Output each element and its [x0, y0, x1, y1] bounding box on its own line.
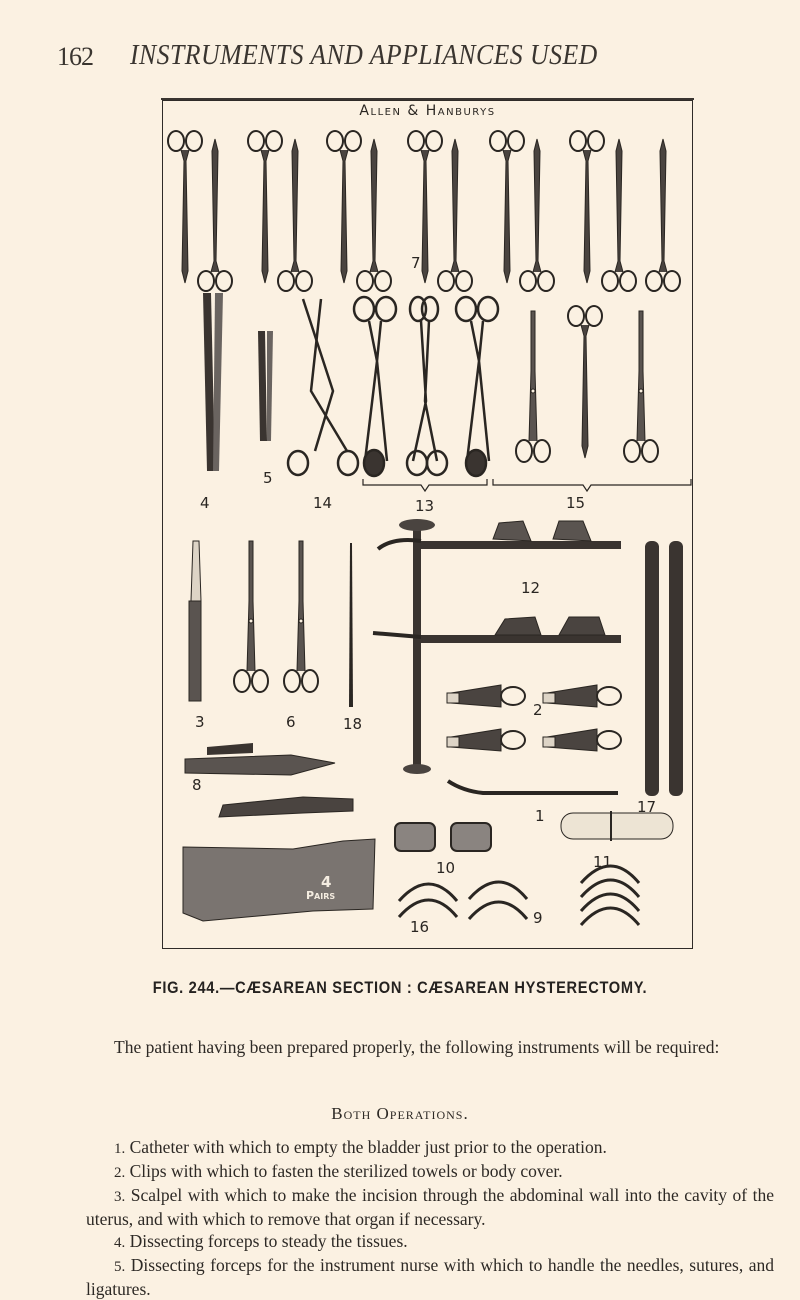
- label-10: 10: [436, 859, 456, 877]
- glove-unit: Pairs: [306, 889, 336, 902]
- section-heading: Both Operations.: [331, 1104, 469, 1123]
- label-18: 18: [343, 715, 363, 733]
- label-14: 14: [313, 494, 333, 512]
- abdominal-retractor: [372, 519, 621, 774]
- item-text: Dissecting forceps to steady the tissues…: [129, 1231, 408, 1251]
- label-2: 2: [533, 701, 543, 719]
- probe: [349, 543, 353, 707]
- label-11: 11: [593, 853, 613, 871]
- label-1: 1: [535, 807, 545, 825]
- intro-paragraph: The patient having been prepared properl…: [114, 1037, 720, 1057]
- instrument-list: 1. Catheter with which to empty the blad…: [86, 1136, 774, 1300]
- dissecting-forceps-large: [203, 293, 223, 471]
- item-text: Catheter with which to empty the bladder…: [129, 1137, 607, 1157]
- list-item: 2. Clips with which to fasten the steril…: [86, 1160, 774, 1184]
- label-4: 4: [200, 494, 210, 512]
- label-15: 15: [566, 494, 586, 512]
- catheter: [446, 779, 618, 795]
- item-number: 5.: [114, 1259, 126, 1275]
- label-8: 8: [192, 776, 202, 794]
- item-text: Dissecting forceps for the instrument nu…: [86, 1255, 775, 1299]
- list-item: 4. Dissecting forceps to steady the tiss…: [86, 1230, 774, 1254]
- item-number: 3.: [114, 1189, 126, 1205]
- page-number: 162: [57, 42, 94, 71]
- label-17: 17: [637, 798, 657, 816]
- brace-13: [362, 479, 488, 493]
- dissecting-forceps-small: [258, 331, 273, 441]
- item-number: 1.: [114, 1141, 126, 1157]
- artery-forceps-row: [167, 130, 680, 291]
- label-6: 6: [286, 713, 296, 731]
- maker-name: Allen & Hanburys: [359, 103, 496, 119]
- rubber-glove: [182, 838, 376, 922]
- figure-caption: FIG. 244.—CÆSAREAN SECTION : CÆSAREAN HY…: [152, 978, 648, 997]
- list-item: 3. Scalpel with which to make the incisi…: [86, 1184, 774, 1230]
- item-number: 2.: [114, 1165, 126, 1181]
- running-head: 162 INSTRUMENTS AND APPLIANCES USED: [0, 38, 800, 78]
- haemostatic-forceps-15: [515, 305, 659, 463]
- sponge-holding-forceps: [286, 298, 360, 477]
- instruments-illustration: [167, 130, 692, 927]
- brace-15: [492, 479, 692, 493]
- running-title: INSTRUMENTS AND APPLIANCES USED: [130, 40, 598, 71]
- scissors-6: [233, 540, 319, 693]
- ligature-spools: [394, 822, 492, 852]
- curved-needles: [397, 864, 641, 927]
- catgut-tube: [560, 811, 674, 841]
- drainage-tubes: [645, 541, 683, 796]
- list-item: 5. Dissecting forceps for the instrument…: [86, 1254, 774, 1300]
- uterine-forceps: [352, 295, 500, 478]
- label-12: 12: [521, 579, 541, 597]
- glove-count: 4: [321, 873, 332, 891]
- needle-holder: [184, 743, 354, 818]
- label-13: 13: [415, 497, 435, 515]
- label-16: 16: [410, 918, 430, 936]
- item-text: Scalpel with which to make the incision …: [86, 1185, 774, 1229]
- label-9: 9: [533, 909, 543, 927]
- scalpel: [188, 540, 202, 702]
- item-text: Clips with which to fasten the sterilize…: [129, 1161, 563, 1181]
- list-item: 1. Catheter with which to empty the blad…: [86, 1136, 774, 1160]
- label-5: 5: [263, 469, 273, 487]
- label-3: 3: [195, 713, 205, 731]
- label-7: 7: [411, 254, 421, 272]
- item-number: 4.: [114, 1235, 126, 1251]
- figure-244: Allen & Hanburys: [161, 98, 694, 949]
